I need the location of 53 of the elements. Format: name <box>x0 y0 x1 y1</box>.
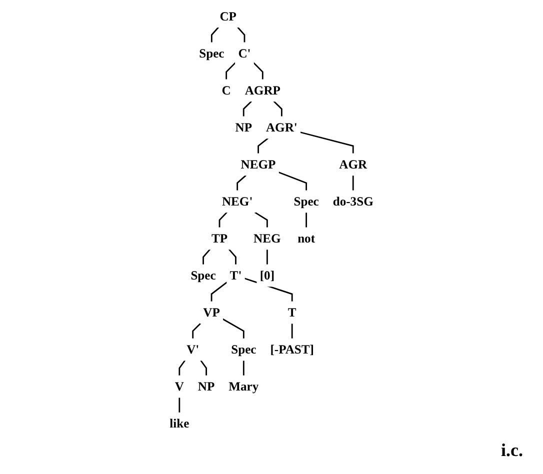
node-text: not <box>298 231 316 246</box>
node-text: NEG <box>254 231 281 246</box>
connector <box>253 62 264 80</box>
connector <box>266 249 268 265</box>
connector <box>258 138 268 154</box>
node-text: NEGP <box>240 157 276 172</box>
connector <box>242 100 252 117</box>
connector <box>222 318 244 339</box>
node-text: AGR' <box>266 120 298 134</box>
node-text: C' <box>238 46 251 60</box>
node-text: Spec <box>231 342 256 356</box>
word-label: i.c. <box>501 440 523 460</box>
connector <box>200 360 207 376</box>
connector <box>192 322 202 339</box>
node-text: NP <box>235 120 252 134</box>
connector <box>210 282 228 302</box>
connector <box>218 212 228 228</box>
connector <box>273 100 282 117</box>
node-text: T <box>288 305 296 320</box>
connector <box>242 360 244 376</box>
node-text: NP <box>198 379 215 394</box>
node-text: Mary <box>228 379 259 394</box>
node-text: NEG' <box>222 194 253 208</box>
connector <box>244 278 293 302</box>
connector <box>210 26 219 43</box>
node-text: like <box>170 416 190 430</box>
node-text: TP <box>211 231 228 246</box>
node-text: VP <box>203 305 220 320</box>
connector <box>306 212 307 228</box>
connector <box>178 360 186 376</box>
connector <box>178 397 180 413</box>
node-text: Spec <box>294 194 319 208</box>
node-text: V' <box>186 342 200 356</box>
node-text: AGR <box>339 157 368 172</box>
node-text: AGRP <box>244 83 280 98</box>
connector <box>228 248 236 265</box>
node-text: Spec <box>190 268 216 282</box>
connector <box>352 175 354 191</box>
node-text: V <box>174 379 184 394</box>
connector <box>226 62 236 80</box>
node-text: Spec <box>199 46 224 60</box>
connector <box>202 248 211 265</box>
node-text: CP <box>220 9 236 24</box>
connector <box>254 212 268 228</box>
node-text: do-3SG <box>332 194 374 208</box>
node-text: T' <box>230 268 242 282</box>
node-text: [-PAST] <box>270 342 314 356</box>
connector <box>300 132 354 154</box>
connector <box>278 172 307 191</box>
node-text: C <box>222 83 231 98</box>
connector <box>237 26 246 43</box>
connector <box>236 174 246 191</box>
connector <box>291 323 293 339</box>
